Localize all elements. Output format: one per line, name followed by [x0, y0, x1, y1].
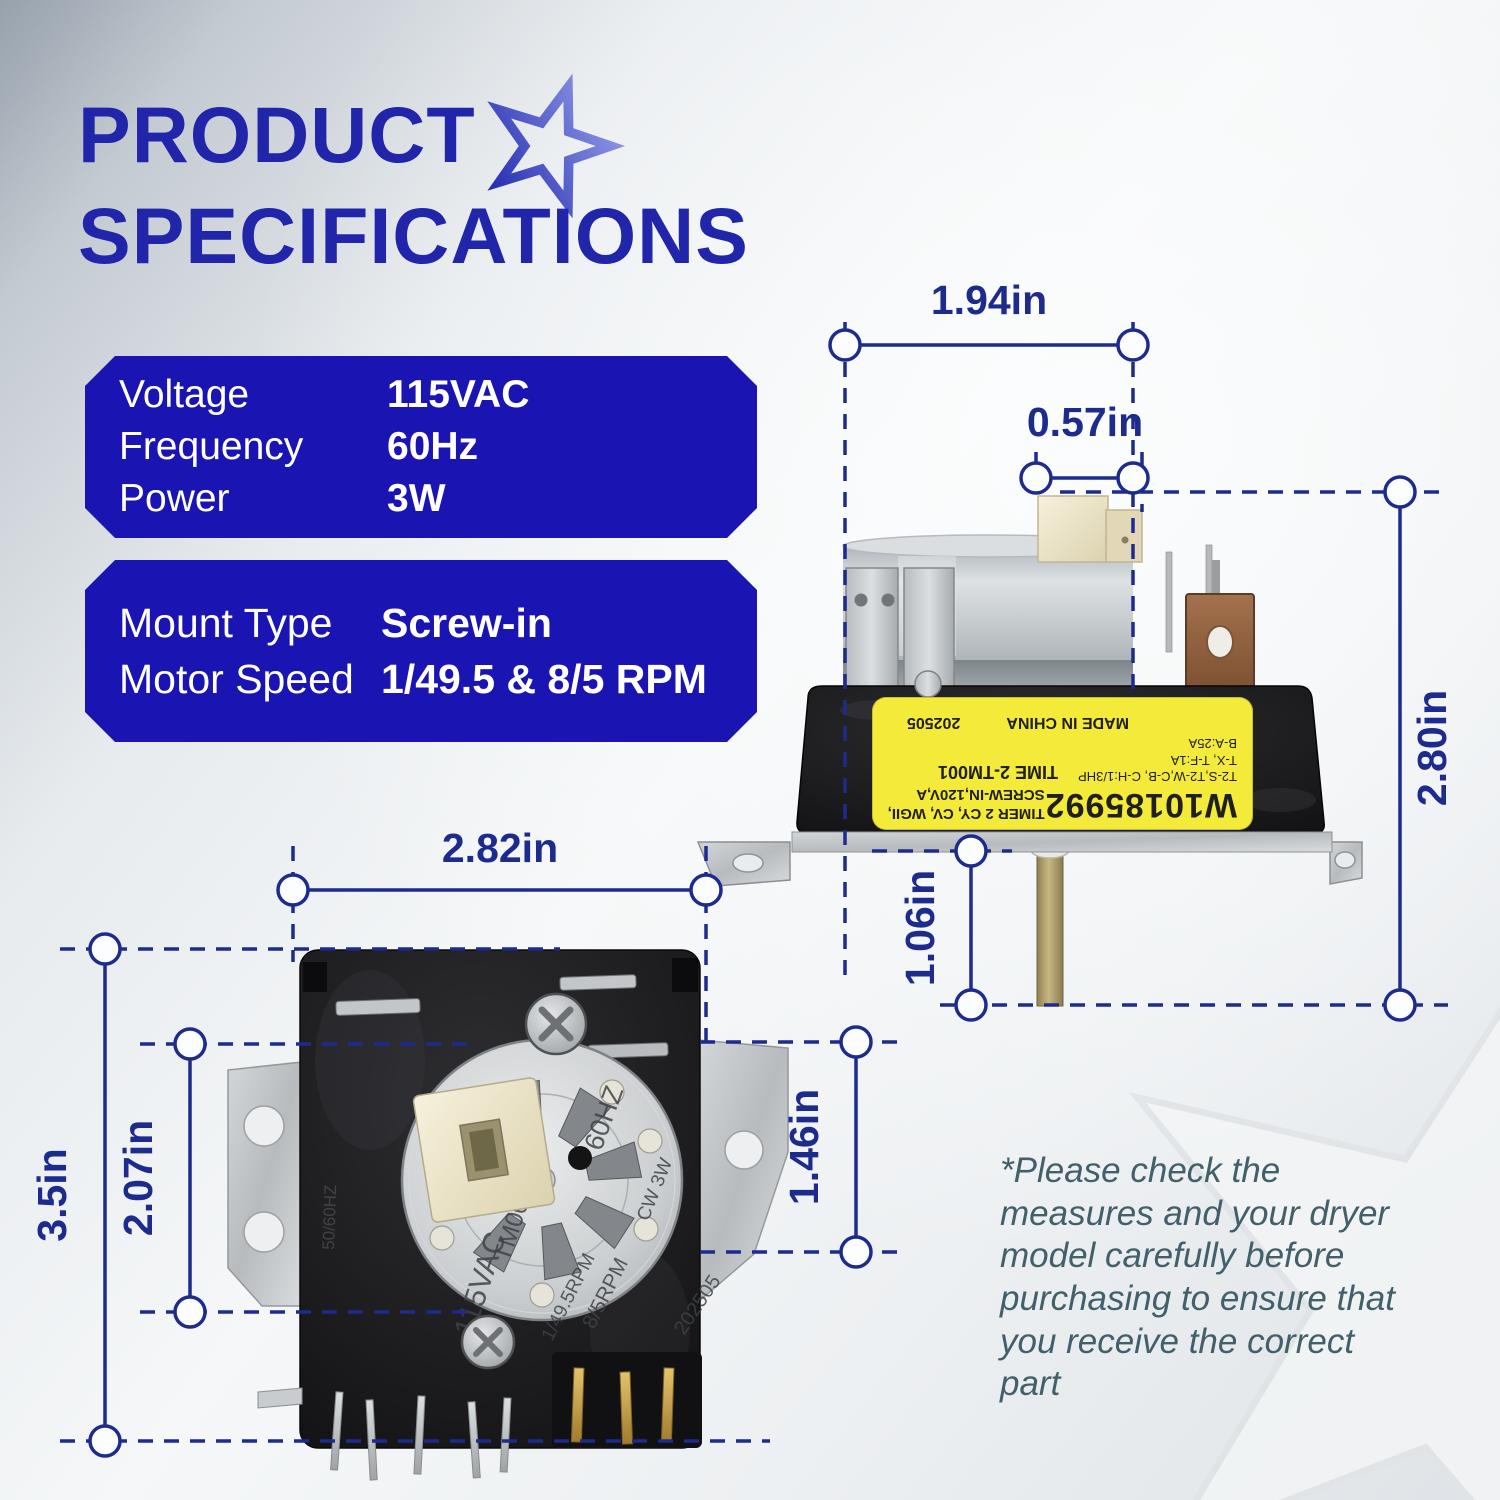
metal-tabs-left	[845, 567, 955, 689]
star-logo-icon	[487, 73, 626, 219]
dial-black-dot	[568, 1146, 592, 1170]
spec-value-voltage: 115VAC	[387, 373, 530, 416]
spec-box-electrical: Voltage 115VAC Frequency 60Hz Power 3W	[85, 356, 757, 538]
brown-terminal	[1185, 560, 1255, 689]
dim-front-width: 2.82in	[276, 825, 723, 1050]
spec-value-mount-type: Screw-in	[381, 600, 552, 646]
screw-bottom	[460, 1314, 516, 1370]
spec-label-frequency: Frequency	[119, 425, 304, 468]
dim-front-total-height: 3.5in	[29, 932, 770, 1458]
drive-shaft	[1030, 841, 1070, 1007]
dim-side-shaft-length: 1.06in	[872, 834, 1012, 1022]
page-title-line-2: SPECIFICATIONS	[78, 191, 749, 281]
dim-side-connector-width: 0.57in	[1019, 399, 1150, 512]
spec-label-motor-speed: Motor Speed	[119, 656, 354, 702]
spec-value-power: 3W	[387, 477, 446, 520]
mounting-bracket-right	[697, 1039, 789, 1304]
connector-block-side	[1037, 495, 1143, 563]
dim-label-front-total-height: 3.5in	[29, 1148, 75, 1241]
label-date-code: 202505	[906, 713, 961, 731]
mounting-tab-right-side	[1329, 841, 1363, 885]
spec-row-mount-type: Mount Type Screw-in	[119, 595, 757, 651]
dim-label-front-bracket-height: 1.46in	[781, 1089, 827, 1205]
dim-label-side-shaft-length: 1.06in	[897, 870, 943, 986]
star-watermark	[1128, 918, 1500, 1500]
spec-box-mounting: Mount Type Screw-in Motor Speed 1/49.5 &…	[85, 560, 757, 742]
label-type-line-2: SCREW-IN,120V,A	[916, 786, 1045, 804]
label-spec-line-1: T2-S,T2-W,C-B, C-H:1/3HP	[1078, 769, 1237, 785]
spec-row-power: Power 3W	[119, 473, 757, 525]
dim-label-side-height: 2.80in	[1409, 690, 1455, 806]
screw-top	[524, 992, 588, 1056]
dim-label-side-top-width: 1.94in	[931, 277, 1047, 323]
spec-value-motor-speed: 1/49.5 & 8/5 RPM	[381, 656, 707, 702]
dim-side-top-width: 1.94in	[828, 277, 1150, 978]
part-number-label: W10185992 TIMER 2 CY, CV, WGII, SCREW-IN…	[872, 697, 1253, 830]
spec-label-power: Power	[119, 477, 230, 520]
spec-row-frequency: Frequency 60Hz	[119, 421, 757, 473]
spec-label-voltage: Voltage	[119, 373, 250, 416]
terminal-pins-silver	[257, 1387, 512, 1481]
label-spec-line-3: B-A:25A	[1188, 735, 1237, 751]
page-title: PRODUCT SPECIFICATIONS	[78, 84, 749, 286]
spec-value-frequency: 60Hz	[387, 425, 479, 468]
disclaimer-note: *Please check the measures and your drye…	[1000, 1151, 1395, 1404]
label-model: TIME 2-TM001	[937, 762, 1058, 783]
label-part-number: W10185992	[1044, 786, 1237, 824]
terminal-pins-gold	[552, 1352, 702, 1448]
page-title-line-1: PRODUCT	[78, 90, 476, 179]
dim-label-side-connector-width: 0.57in	[1027, 399, 1143, 445]
spec-label-mount-type: Mount Type	[119, 600, 333, 646]
dim-label-front-width: 2.82in	[442, 825, 558, 871]
connector-block-front	[412, 1077, 556, 1223]
dim-front-body-height: 2.07in	[115, 1027, 470, 1329]
mounting-bracket-left	[227, 1061, 303, 1307]
dim-label-front-body-height: 2.07in	[115, 1120, 161, 1236]
spec-row-motor-speed: Motor Speed 1/49.5 & 8/5 RPM	[119, 651, 757, 707]
spec-row-voltage: Voltage 115VAC	[119, 369, 757, 421]
label-type-line-1: TIMER 2 CY, CV, WGII,	[887, 805, 1045, 822]
body-stamp-text: 50/60HZ	[319, 1184, 340, 1250]
dim-front-bracket-height: 1.46in	[700, 1025, 902, 1269]
dim-side-height: 2.80in	[940, 475, 1455, 1022]
mounting-tab-left-side	[696, 841, 791, 887]
front-view-photo: 50/60HZ	[227, 949, 789, 1481]
label-origin: MADE IN CHINA	[1006, 713, 1129, 731]
label-spec-line-2: T-X, T-F:1A	[1170, 752, 1237, 768]
base-flange	[791, 831, 1333, 853]
